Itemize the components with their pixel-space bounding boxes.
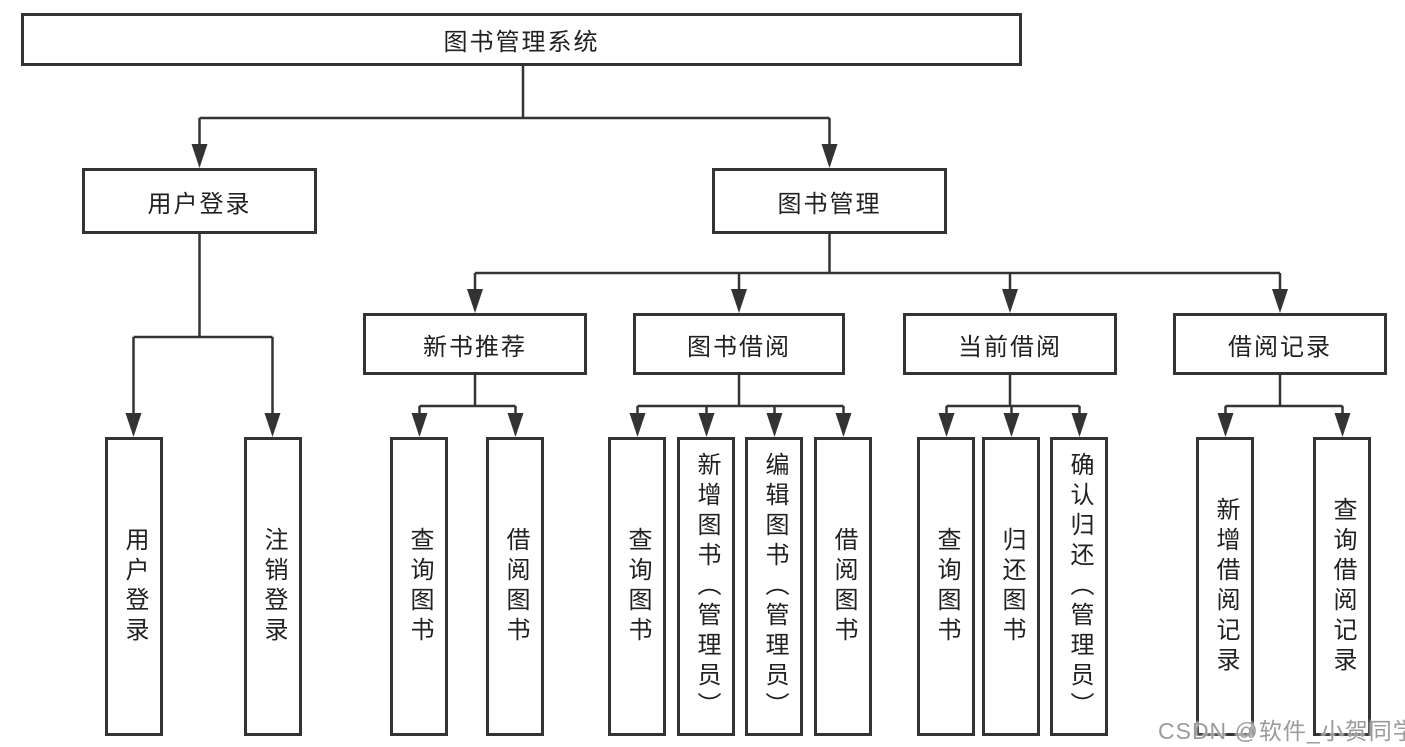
leaf-current-query: 查询图书	[917, 437, 975, 736]
leaf-records-query: 查询借阅记录	[1313, 437, 1371, 736]
node-user-login: 用户登录	[82, 168, 317, 234]
leaf-newbooks-borrow: 借阅图书	[486, 437, 544, 736]
leaf-newbooks-query: 查询图书	[390, 437, 448, 736]
leaf-user-login-label: 用户登录	[121, 526, 148, 647]
leaf-current-return: 归还图书	[982, 437, 1040, 736]
leaf-borrow-edit-admin-label: 编辑图书（管理员）	[761, 451, 788, 722]
leaf-current-return-label: 归还图书	[998, 526, 1025, 647]
node-user-login-label: 用户登录	[147, 190, 252, 218]
node-root-label: 图书管理系统	[443, 29, 600, 56]
leaf-newbooks-query-label: 查询图书	[406, 526, 433, 647]
leaf-logout: 注销登录	[244, 437, 302, 736]
node-new-book-recommend-label: 新书推荐	[423, 333, 527, 361]
node-book-management-label: 图书管理	[777, 190, 882, 218]
node-book-borrow-label: 图书借阅	[687, 333, 791, 361]
leaf-newbooks-borrow-label: 借阅图书	[502, 526, 529, 647]
leaf-records-query-label: 查询借阅记录	[1329, 496, 1356, 677]
leaf-current-confirm-admin: 确认归还（管理员）	[1050, 437, 1108, 736]
node-borrow-records-label: 借阅记录	[1228, 333, 1332, 361]
node-book-management: 图书管理	[712, 168, 947, 234]
node-current-borrow: 当前借阅	[903, 313, 1117, 375]
leaf-borrow-add-admin-label: 新增图书（管理员）	[693, 451, 720, 722]
node-current-borrow-label: 当前借阅	[958, 333, 1062, 361]
leaf-current-query-label: 查询图书	[933, 526, 960, 647]
node-book-borrow: 图书借阅	[633, 313, 845, 375]
leaf-user-login: 用户登录	[105, 437, 163, 736]
leaf-borrow-add-admin: 新增图书（管理员）	[677, 437, 735, 736]
node-root: 图书管理系统	[21, 13, 1022, 66]
node-borrow-records: 借阅记录	[1173, 313, 1387, 375]
leaf-borrow-query: 查询图书	[608, 437, 666, 736]
leaf-current-confirm-admin-label: 确认归还（管理员）	[1066, 451, 1093, 722]
leaf-borrow-query-label: 查询图书	[624, 526, 651, 647]
leaf-records-add-label: 新增借阅记录	[1212, 496, 1239, 677]
watermark-text: CSDN @软件_小贺同学	[1158, 718, 1405, 744]
node-new-book-recommend: 新书推荐	[363, 313, 587, 375]
leaf-logout-label: 注销登录	[260, 526, 287, 647]
leaf-borrow-edit-admin: 编辑图书（管理员）	[745, 437, 803, 736]
leaf-records-add: 新增借阅记录	[1196, 437, 1254, 736]
leaf-borrow-borrow: 借阅图书	[814, 437, 872, 736]
leaf-borrow-borrow-label: 借阅图书	[830, 526, 857, 647]
